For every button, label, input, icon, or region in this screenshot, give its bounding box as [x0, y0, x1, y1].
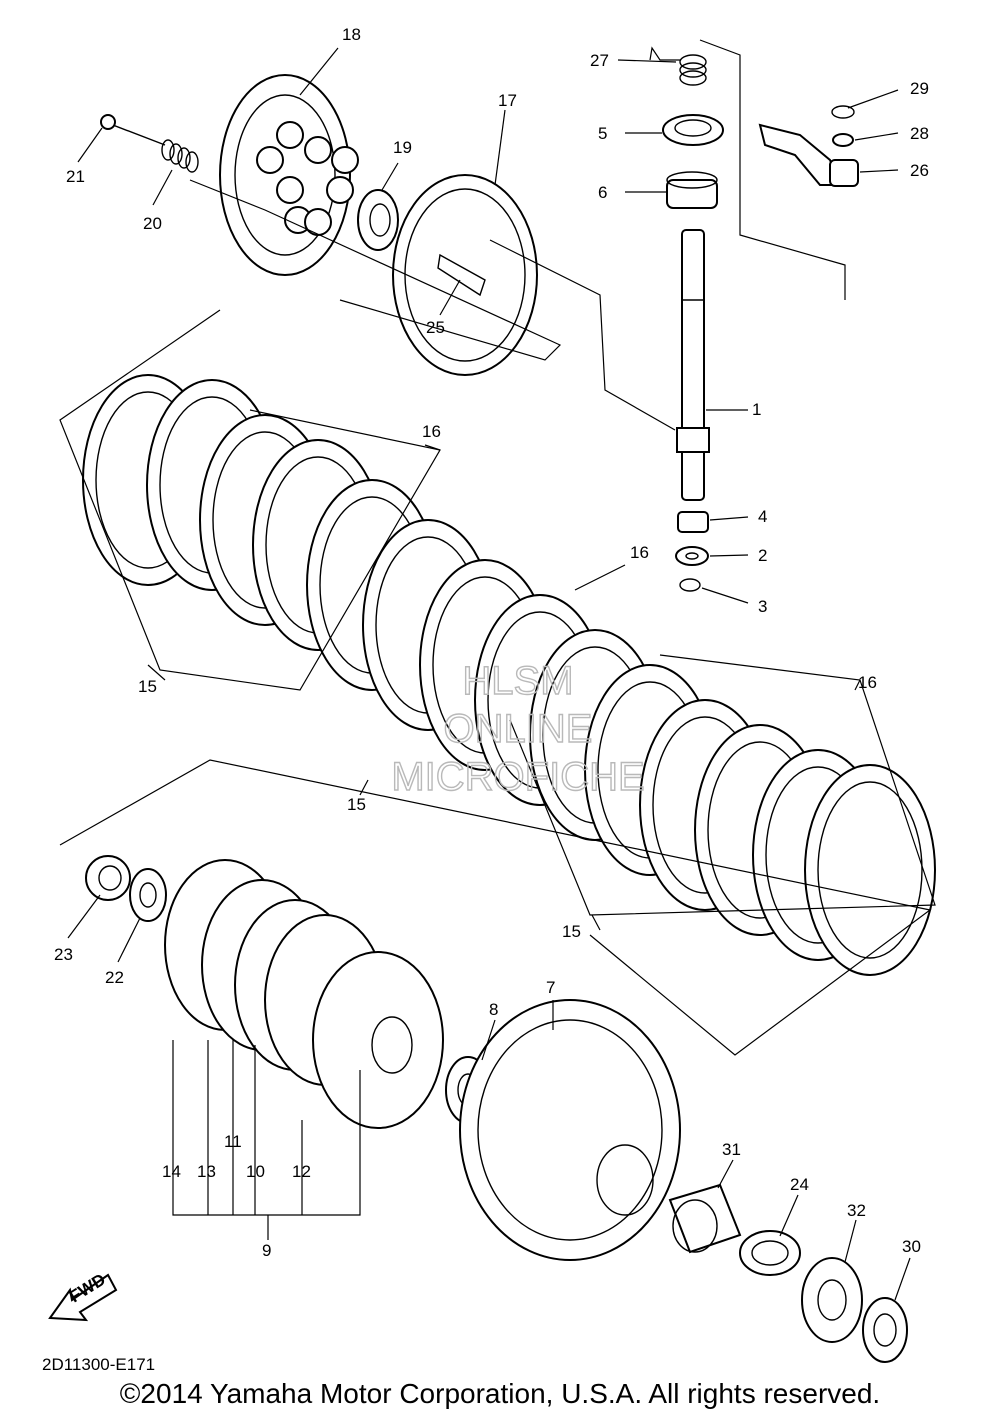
svg-text:HLSM: HLSM — [462, 659, 573, 703]
clutch-housing-part — [459, 999, 681, 1261]
svg-text:MICROFICHE: MICROFICHE — [391, 755, 644, 799]
callout-7: 7 — [546, 978, 555, 997]
svg-text:ONLINE: ONLINE — [444, 707, 593, 751]
callout-32: 32 — [847, 1201, 866, 1220]
washer-30-part — [862, 1297, 908, 1363]
clutch-bolt-part — [100, 114, 166, 146]
group-outlines — [59, 39, 936, 1056]
callout-23: 23 — [54, 945, 73, 964]
callout-14: 14 — [162, 1162, 181, 1181]
pressure-plate-part — [219, 74, 359, 276]
callout-8: 8 — [489, 1000, 498, 1019]
lock-washer-22-part — [129, 868, 167, 922]
callout-11: 11 — [224, 1132, 242, 1151]
circlip-3-part — [679, 578, 701, 592]
callout-9: 9 — [262, 1241, 271, 1260]
callout-6: 6 — [598, 183, 607, 202]
washer-2-part — [675, 546, 709, 566]
oil-seal-5-part — [662, 114, 724, 146]
callout-29: 29 — [910, 79, 929, 98]
callout-16b: 16 — [630, 543, 649, 562]
callout-28: 28 — [910, 124, 929, 143]
callout-22: 22 — [105, 968, 124, 987]
callout-25: 25 — [426, 318, 445, 337]
callout-13: 13 — [197, 1162, 216, 1181]
clutch-spring-part — [161, 139, 199, 173]
push-lever-26-part — [758, 105, 859, 187]
callout-20: 20 — [143, 214, 162, 233]
callout-2: 2 — [758, 546, 767, 565]
callout-16c: 16 — [858, 673, 877, 692]
collar-31-part — [668, 1183, 742, 1254]
callout-27: 27 — [590, 51, 609, 70]
callout-31: 31 — [722, 1140, 741, 1159]
fwd-arrow-icon: FWD — [48, 1270, 118, 1322]
push-lever-shaft-part — [676, 229, 710, 501]
bearing-4-part — [677, 511, 709, 533]
friction-and-clutch-plates-part — [82, 374, 936, 976]
callout-30: 30 — [902, 1237, 921, 1256]
copyright-notice: ©2014 Yamaha Motor Corporation, U.S.A. A… — [119, 1378, 881, 1409]
callout-3: 3 — [758, 597, 767, 616]
callout-15c: 15 — [562, 922, 581, 941]
watermark: HLSM ONLINE MICROFICHE — [391, 658, 646, 799]
callout-17: 17 — [498, 91, 517, 110]
callout-18: 18 — [342, 25, 361, 44]
callout-21: 21 — [66, 167, 85, 186]
callout-1: 1 — [752, 400, 761, 419]
callout-19: 19 — [393, 138, 412, 157]
clutch-boss-assembly-part — [164, 859, 444, 1129]
callout-4: 4 — [758, 507, 767, 526]
leader-lines — [67, 47, 911, 1301]
bearing-6-part — [666, 171, 718, 209]
pressure-plate-17-part — [392, 174, 538, 376]
callout-16a: 16 — [422, 422, 441, 441]
needle-bearing-24-part — [739, 1230, 801, 1276]
bearing-19-part — [357, 189, 399, 251]
nut-23-part — [85, 855, 131, 901]
callout-26: 26 — [910, 161, 929, 180]
callout-10: 10 — [246, 1162, 265, 1181]
callout-5: 5 — [598, 124, 607, 143]
callout-numbers: 18 21 20 19 17 25 27 5 6 29 28 26 1 4 2 … — [54, 25, 929, 1260]
diagram-code: 2D11300-E171 — [42, 1355, 155, 1374]
callout-12: 12 — [292, 1162, 311, 1181]
spring-27-part — [679, 54, 707, 86]
callout-24: 24 — [790, 1175, 809, 1194]
callout-15a: 15 — [138, 677, 157, 696]
gear-32-part — [801, 1257, 863, 1343]
callout-15b: 15 — [347, 795, 366, 814]
